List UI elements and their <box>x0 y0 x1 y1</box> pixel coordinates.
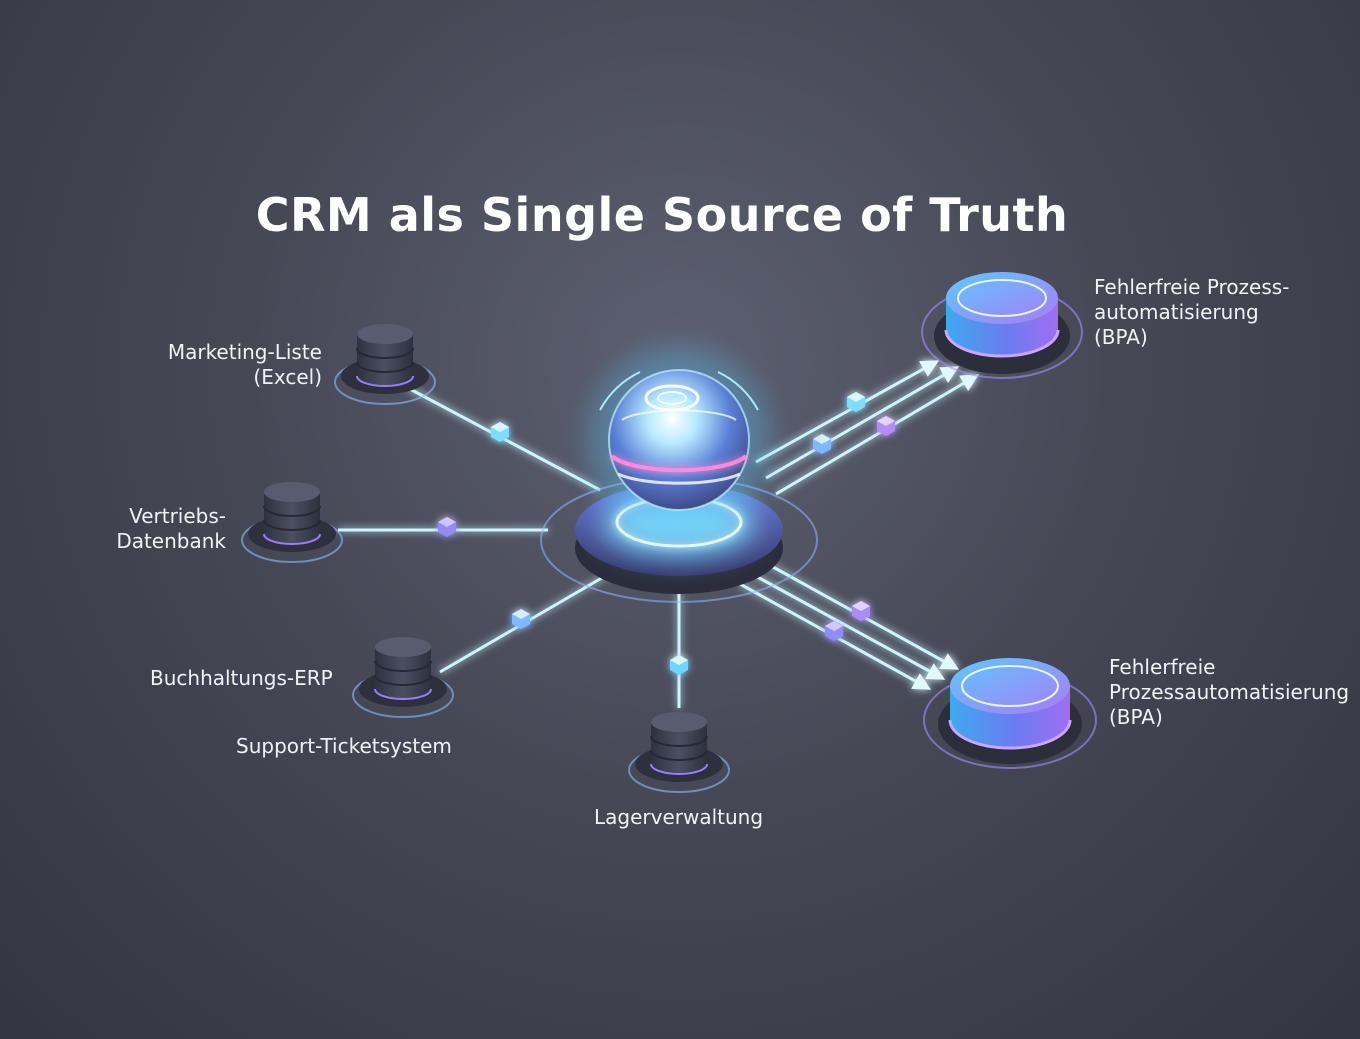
label-support: Support-Ticketsystem <box>236 734 452 758</box>
packet-icon <box>852 601 870 621</box>
database-icon <box>263 482 321 545</box>
link-bpa-bottom-2 <box>751 572 946 680</box>
database-icon <box>650 712 708 775</box>
packet-icon <box>847 392 865 412</box>
packet-icon <box>670 655 688 675</box>
label-buchhaltung: Buchhaltungs-ERP <box>150 666 333 690</box>
database-icon <box>356 324 414 387</box>
process-automation-icon <box>944 272 1060 358</box>
link-bpa-top-1 <box>755 360 940 464</box>
data-packets <box>438 392 895 675</box>
crm-sphere-icon <box>599 369 759 511</box>
packet-icon <box>438 517 456 537</box>
label-bpa-bottom: Fehlerfreie Prozessautomatisierung (BPA) <box>1109 655 1350 729</box>
label-lager: Lagerverwaltung <box>594 805 764 829</box>
bpa-node-top <box>921 272 1083 379</box>
packet-icon <box>877 416 895 436</box>
packet-icon <box>512 609 530 629</box>
link-bpa-top-3 <box>775 374 980 496</box>
link-bpa-top-2 <box>765 366 960 480</box>
bpa-node-bottom <box>923 658 1097 769</box>
db-node-vertrieb <box>241 482 343 563</box>
label-bpa-top: Fehlerfreie Prozess- automatisierung (BP… <box>1094 275 1290 349</box>
diagram-title: CRM als Single Source of Truth <box>255 188 1069 242</box>
packet-icon <box>813 434 831 454</box>
db-node-marketing <box>334 324 436 405</box>
label-vertrieb: Vertriebs- Datenbank <box>116 504 226 553</box>
crm-hub <box>540 348 818 603</box>
database-icon <box>374 637 432 700</box>
packet-icon <box>491 422 509 442</box>
db-node-lager <box>628 712 730 793</box>
db-node-buchhaltung <box>352 637 454 718</box>
packet-icon <box>825 621 843 641</box>
label-marketing: Marketing-Liste (Excel) <box>167 340 322 389</box>
process-automation-icon <box>948 658 1072 750</box>
